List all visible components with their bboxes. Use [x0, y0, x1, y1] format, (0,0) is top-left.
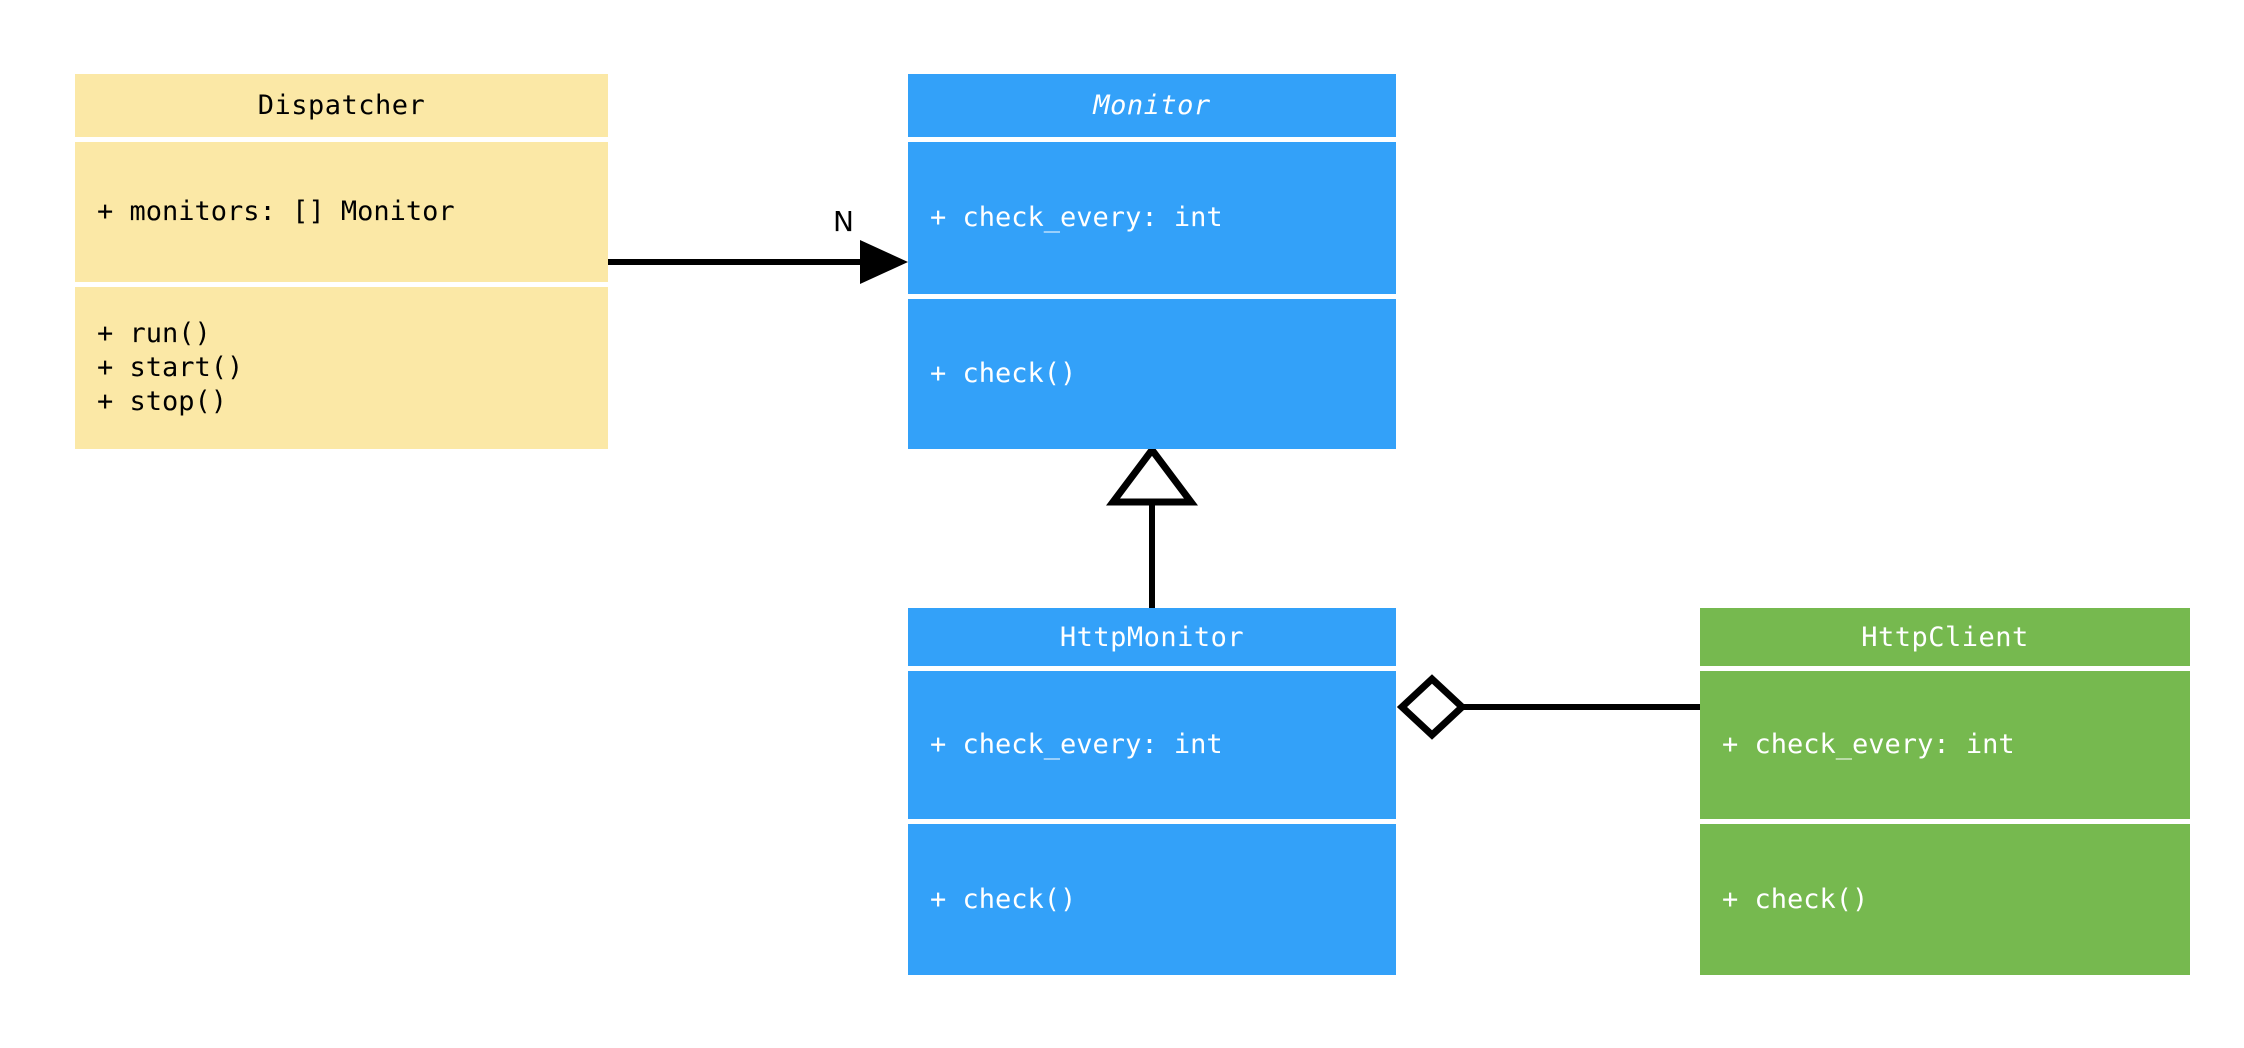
class-attributes-monitor: + check_every: int [908, 142, 1396, 294]
method-item: + run() [97, 318, 211, 349]
class-title-httpmonitor: HttpMonitor [908, 608, 1396, 666]
edge-httpmonitor-aggregates-httpclient [1396, 674, 1700, 740]
method-item: + start() [97, 352, 244, 383]
compartment-divider [1700, 666, 2190, 671]
method-item: + stop() [97, 386, 228, 417]
class-methods-httpclient: + check() [1700, 824, 2190, 975]
compartment-divider [75, 137, 608, 142]
class-attributes-httpmonitor: + check_every: int [908, 671, 1396, 819]
method-item: + check() [930, 883, 1077, 915]
method-item: + check() [1722, 883, 1869, 915]
attribute-item: + check_every: int [1722, 729, 2015, 760]
edge-httpmonitor-inherits-monitor [1106, 444, 1198, 608]
class-attributes-dispatcher: + monitors: [] Monitor [75, 142, 608, 282]
compartment-divider [1700, 819, 2190, 824]
solid-filled-arrowhead-icon [860, 240, 908, 284]
compartment-divider [908, 137, 1396, 142]
compartment-divider [908, 294, 1396, 299]
hollow-triangle-arrowhead-icon [1106, 444, 1198, 506]
class-box-httpclient[interactable]: HttpClient + check_every: int + check() [1700, 608, 2190, 975]
attribute-item: + check_every: int [930, 202, 1223, 233]
method-item: + check() [930, 358, 1077, 389]
attribute-item: + check_every: int [930, 729, 1223, 760]
class-methods-dispatcher: + run() + start() + stop() [75, 287, 608, 449]
class-title-dispatcher: Dispatcher [75, 74, 608, 137]
compartment-divider [908, 819, 1396, 824]
class-methods-httpmonitor: + check() [908, 824, 1396, 975]
class-box-httpmonitor[interactable]: HttpMonitor + check_every: int + check() [908, 608, 1396, 975]
attribute-item: + monitors: [] Monitor [97, 196, 455, 227]
edge-dispatcher-to-monitor [608, 240, 908, 284]
class-title-httpclient: HttpClient [1700, 608, 2190, 666]
class-box-monitor[interactable]: Monitor + check_every: int + check() [908, 74, 1396, 449]
class-attributes-httpclient: + check_every: int [1700, 671, 2190, 819]
compartment-divider [908, 666, 1396, 671]
class-methods-monitor: + check() [908, 299, 1396, 449]
hollow-diamond-arrowhead-icon [1396, 674, 1468, 740]
compartment-divider [75, 282, 608, 287]
class-title-monitor: Monitor [908, 74, 1396, 137]
edge-label-multiplicity-n: N [833, 205, 854, 238]
class-box-dispatcher[interactable]: Dispatcher + monitors: [] Monitor + run(… [75, 74, 608, 449]
